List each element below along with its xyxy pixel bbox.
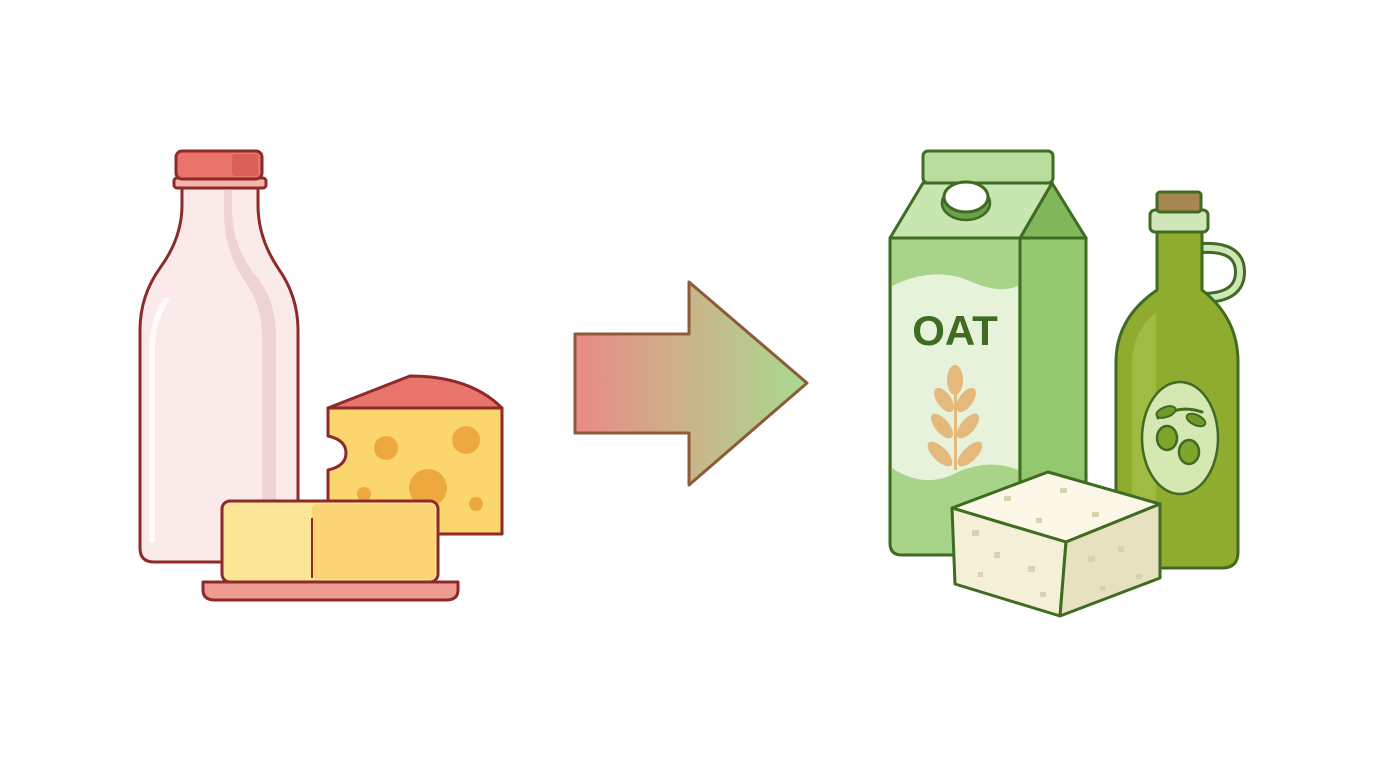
- olive-oil-bottle-icon: [1114, 190, 1247, 570]
- dairy-group: [138, 149, 504, 602]
- butter-block-icon: [201, 499, 460, 602]
- tofu-block-icon: [950, 470, 1162, 618]
- carton-label: OAT: [912, 307, 998, 354]
- wheat-icon: [927, 365, 983, 470]
- olive-icon: [1155, 405, 1207, 466]
- plant-based-group: OAT: [888, 149, 1247, 618]
- arrow-right-icon: [573, 280, 809, 487]
